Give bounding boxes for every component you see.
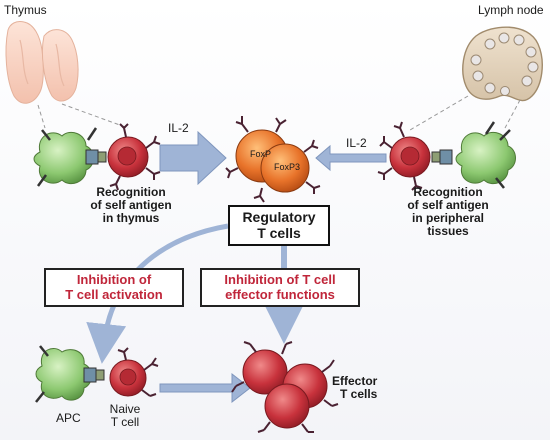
lymph-node-label: Lymph node	[478, 3, 544, 17]
arrow-to-naive	[86, 223, 229, 364]
arrow-naive-to-effector	[159, 372, 251, 404]
recognition-peripheral-text: Recognition of self antigen in periphera…	[407, 185, 489, 238]
bottom-apc	[35, 345, 105, 403]
regulatory-t-cells-cluster	[225, 116, 321, 203]
thymus-label: Thymus	[4, 3, 47, 17]
peripheral-apc	[431, 121, 516, 189]
foxp3-label-b: FoxP3	[274, 162, 301, 172]
thymus-apc	[33, 127, 107, 187]
apc-label: APC	[56, 411, 81, 425]
thymus-organ	[5, 21, 79, 104]
effector-t-cells-label: Effector T cells	[332, 374, 378, 401]
il2-label-left: IL-2	[168, 121, 189, 135]
thymus-t-cell	[107, 123, 161, 191]
il2-label-right: IL-2	[346, 136, 367, 150]
lymph-node-organ	[462, 26, 543, 102]
naive-t-cell	[109, 347, 159, 397]
inhibition-effector-box: Inhibition of T cell effector functions	[200, 268, 360, 308]
foxp3-label-a: FoxP	[250, 149, 272, 159]
inhibition-activation-box: Inhibition of T cell activation	[44, 268, 184, 308]
il2-arrow-right	[315, 144, 387, 172]
effector-t-cells-cluster	[231, 341, 339, 433]
zoom-lines	[37, 95, 521, 131]
peripheral-t-cell	[377, 121, 431, 191]
regulatory-t-cells-box: Regulatory T cells	[228, 205, 330, 247]
recognition-thymus-text: Recognition of self antigen in thymus	[90, 185, 172, 225]
il2-arrow-left	[159, 130, 227, 186]
naive-t-cell-label: Naive T cell	[109, 402, 141, 429]
